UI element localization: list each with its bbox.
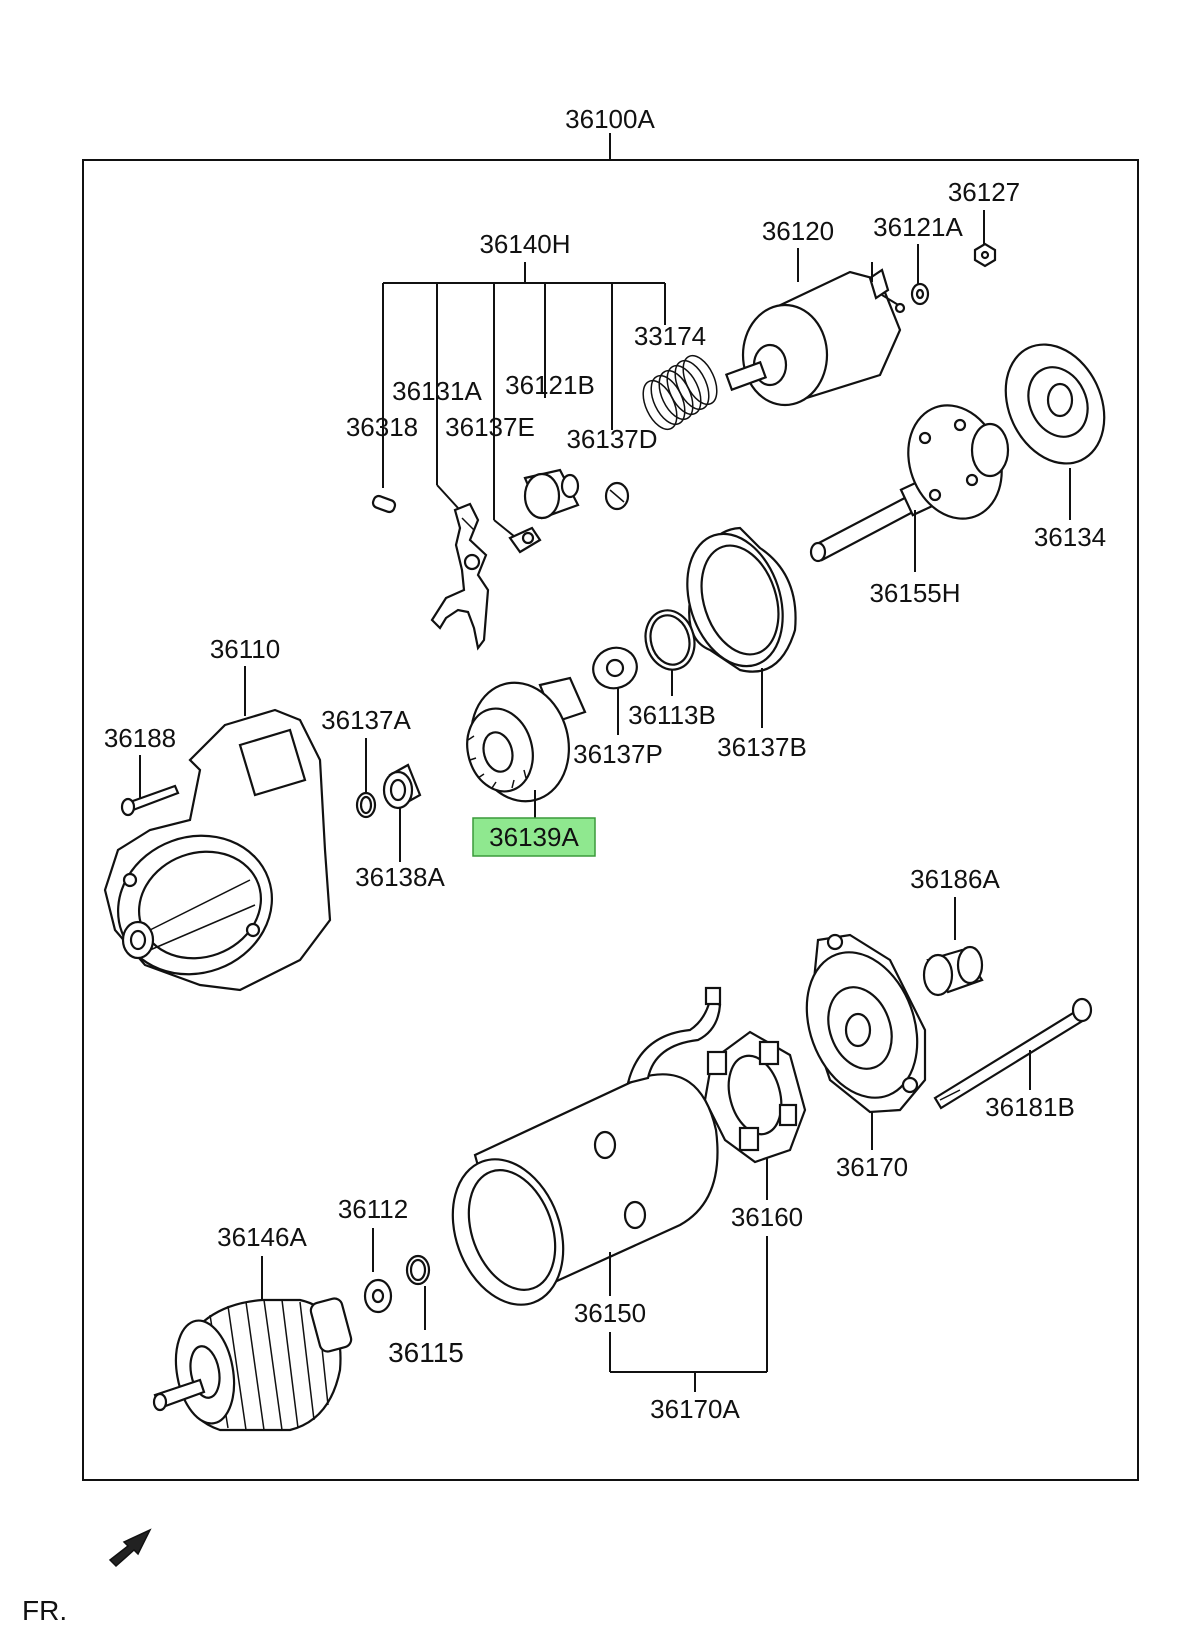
label-36181B[interactable]: 36181B [985, 1092, 1075, 1122]
part-36121A-washer [910, 282, 930, 306]
part-36137E-plate [508, 526, 542, 554]
bracket-36140H [382, 262, 666, 538]
part-33174-spring [642, 354, 718, 431]
label-36112[interactable]: 36112 [338, 1194, 408, 1224]
front-direction-arrow [108, 1528, 152, 1568]
part-36137P-washer [592, 646, 638, 690]
label-36134[interactable]: 36134 [1034, 522, 1106, 552]
bracket-36170A [609, 1236, 768, 1392]
label-36113B[interactable]: 36113B [628, 700, 716, 730]
label-36318[interactable]: 36318 [346, 412, 418, 442]
highlight-box-36139A [472, 817, 596, 857]
label-36137E[interactable]: 36137E [445, 412, 535, 442]
part-36186A-bushing [922, 945, 984, 997]
label-36170A[interactable]: 36170A [650, 1394, 740, 1424]
part-36112-washer [363, 1278, 393, 1314]
label-36121B[interactable]: 36121B [505, 370, 595, 400]
part-36121B-sleeve [523, 468, 580, 520]
part-36139A-pinion [466, 676, 587, 803]
label-36160[interactable]: 36160 [731, 1202, 803, 1232]
part-36318-pin [371, 494, 397, 514]
part-36113B-oring [644, 609, 696, 671]
label-36127[interactable]: 36127 [948, 177, 1020, 207]
label-36155H[interactable]: 36155H [869, 578, 960, 608]
label-36188[interactable]: 36188 [104, 723, 176, 753]
part-36146A-armature [152, 1297, 353, 1432]
label-33174[interactable]: 33174 [634, 321, 706, 351]
part-36120-solenoid [724, 262, 906, 407]
label-36137D[interactable]: 36137D [566, 424, 657, 454]
label-36100A[interactable]: 36100A [565, 104, 655, 134]
label-36137P[interactable]: 36137P [573, 739, 663, 769]
part-36131A-lever [430, 502, 490, 651]
label-36139A[interactable]: 36139A [489, 822, 579, 852]
part-36127-nut [973, 242, 997, 268]
label-36137A[interactable]: 36137A [321, 705, 411, 735]
part-36150-yoke [451, 986, 722, 1306]
part-36138A-collar [382, 763, 422, 810]
label-36146A[interactable]: 36146A [217, 1222, 307, 1252]
label-36115[interactable]: 36115 [388, 1337, 464, 1368]
part-36137B-ring [686, 526, 797, 673]
label-36131A[interactable]: 36131A [392, 376, 482, 406]
label-36170[interactable]: 36170 [836, 1152, 908, 1182]
part-36137D [604, 481, 630, 511]
part-36134-cover [1004, 343, 1106, 465]
label-36110[interactable]: 36110 [210, 634, 280, 664]
part-36110-housing [103, 708, 332, 992]
label-36120[interactable]: 36120 [762, 216, 834, 246]
label-front: FR. [22, 1595, 67, 1626]
label-36150[interactable]: 36150 [574, 1298, 646, 1328]
label-36140H[interactable]: 36140H [479, 229, 570, 259]
part-36181B-bolt [933, 997, 1093, 1110]
label-36121A[interactable]: 36121A [873, 212, 963, 242]
label-36186A[interactable]: 36186A [910, 864, 1000, 894]
label-36138A[interactable]: 36138A [355, 862, 445, 892]
part-36115-snapring [405, 1254, 431, 1286]
part-36170-rearcover [805, 933, 927, 1114]
label-36137B[interactable]: 36137B [717, 732, 807, 762]
part-36160-brushholder [703, 1030, 807, 1164]
part-36137A-snapring [355, 791, 377, 819]
part-36188-bolt [120, 784, 180, 817]
part-36155H-shaft [809, 404, 1010, 563]
